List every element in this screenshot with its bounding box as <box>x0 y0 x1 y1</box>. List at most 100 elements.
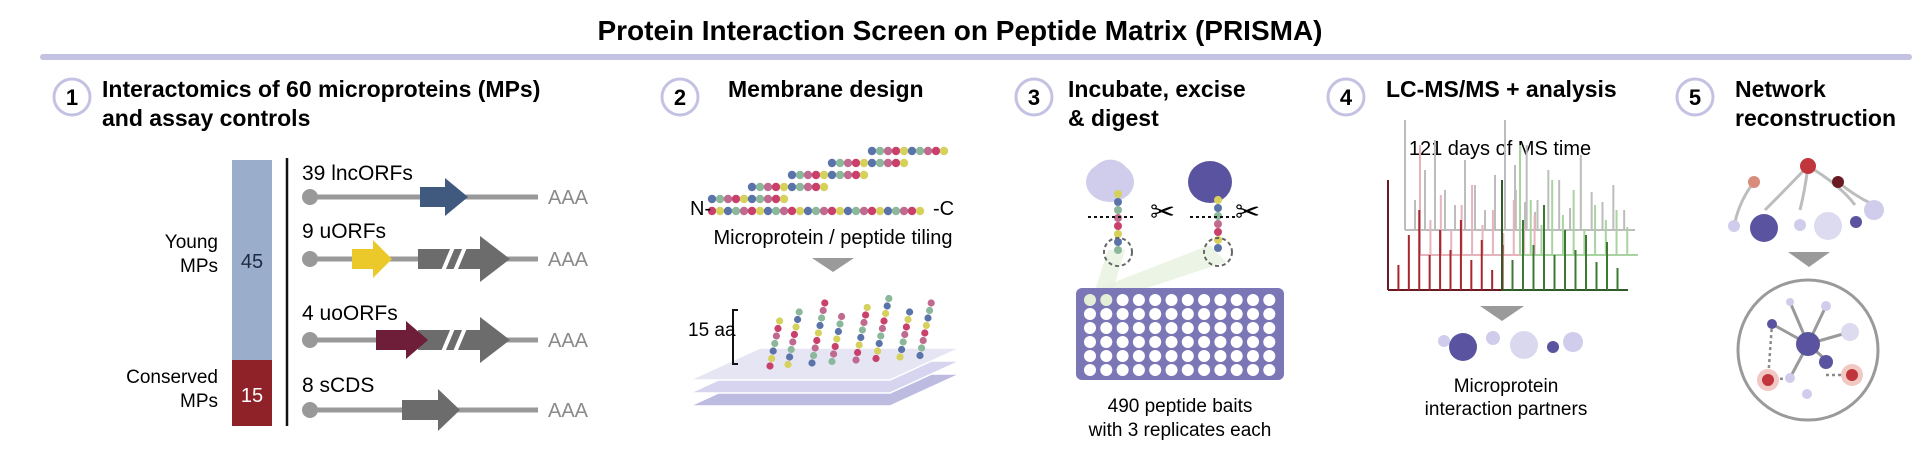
plate-well <box>1132 336 1145 348</box>
network-edge <box>1807 164 1857 206</box>
plate-well <box>1214 322 1227 334</box>
orf-row-1-lncorf-arrow <box>420 178 468 216</box>
plate-well <box>1181 350 1194 362</box>
tiling-label: Microprotein / peptide tiling <box>713 227 952 249</box>
peptide-bead <box>811 170 821 180</box>
plate-well <box>1084 322 1096 334</box>
orf-row-1-cap <box>302 189 318 205</box>
panel-1-orf-classes: 45 15 Young MPs Conserved MPs 39 lncORFs… <box>126 158 589 431</box>
chain-bead <box>1114 246 1122 254</box>
peptide-bead <box>923 146 933 156</box>
network-edge <box>1733 181 1756 223</box>
bait-node <box>1762 374 1774 386</box>
peptide-bead <box>819 182 829 192</box>
plate-well <box>1263 294 1276 306</box>
membrane-bead <box>776 317 784 325</box>
chain-bead <box>1214 228 1222 236</box>
well-plate-wells <box>1084 294 1276 376</box>
chain-bead <box>1114 190 1122 198</box>
plate-well <box>1084 336 1096 348</box>
step-3-heading-line-2: & digest <box>1068 105 1159 131</box>
peptide-bead <box>739 194 749 204</box>
plate-well <box>1247 336 1259 348</box>
plate-well <box>1247 294 1259 306</box>
peptide-chain-left <box>1114 190 1122 254</box>
plate-well <box>1084 294 1096 306</box>
peptide-bead <box>795 206 805 216</box>
plate-well <box>1230 322 1243 334</box>
peptide-bead <box>843 158 853 168</box>
peptide-bead <box>811 206 821 216</box>
orf-row-4-label: 8 sCDS <box>302 374 374 397</box>
scissors-icon-right: ✂ <box>1235 196 1260 229</box>
plate-well <box>1214 336 1227 348</box>
network-node <box>1821 301 1831 311</box>
membrane-bead <box>862 311 870 319</box>
prey-node <box>1794 219 1806 231</box>
chain-bead <box>1214 204 1222 212</box>
membrane-bead <box>784 360 792 369</box>
partner-dot <box>1510 331 1538 359</box>
membrane-bead <box>774 324 782 333</box>
peptide-bead <box>891 146 901 156</box>
membrane-bead <box>918 344 926 352</box>
bait-node <box>1748 176 1760 188</box>
membrane-bead <box>771 339 779 348</box>
plate-well <box>1198 308 1211 320</box>
plate-well <box>1230 294 1243 306</box>
chain-bead <box>1114 198 1122 206</box>
young-mps-count: 45 <box>241 251 263 273</box>
peptide-tiling-beads <box>707 146 949 216</box>
young-mps-label-line-1: Young <box>165 232 218 253</box>
plate-well <box>1198 336 1211 348</box>
peptide-bead <box>875 158 885 168</box>
membrane-bead <box>836 320 844 328</box>
membrane-bead <box>926 306 934 315</box>
peptide-bead <box>715 206 725 216</box>
peptide-bead <box>771 206 781 216</box>
excised-spot-left <box>1103 237 1133 267</box>
membrane-bead <box>883 302 891 310</box>
partner-dot <box>1547 341 1559 353</box>
peptide-bead <box>835 206 845 216</box>
prey-node <box>1850 216 1862 228</box>
peptide-bead <box>883 206 893 216</box>
membrane-bead <box>833 335 841 343</box>
peptide-bead <box>859 206 869 216</box>
peptide-bead <box>755 206 765 216</box>
bait-node <box>1846 369 1858 381</box>
peptide-bead <box>715 194 725 204</box>
peptide-bead <box>747 182 757 192</box>
membrane-bead <box>766 362 774 370</box>
membrane-bead <box>921 329 929 337</box>
step-5-header: 5 Network reconstruction <box>1675 76 1896 131</box>
conserved-mps-count: 15 <box>241 385 263 407</box>
membrane-bead <box>811 344 819 352</box>
partner-dot <box>1449 333 1477 361</box>
plate-well <box>1214 308 1227 320</box>
plate-well <box>1247 322 1259 334</box>
network-node <box>1786 298 1794 306</box>
peptide-bead <box>779 194 789 204</box>
plate-well <box>1214 350 1227 362</box>
peptide-bead <box>763 206 773 216</box>
peptide-bead <box>875 206 885 216</box>
orf-row-2-polya: AAA <box>548 249 589 271</box>
membrane-bead <box>813 336 821 345</box>
peptide-bead <box>707 206 717 216</box>
membrane-bead <box>885 294 893 303</box>
peptide-bead <box>891 206 901 216</box>
peptide-bead <box>843 170 853 180</box>
plate-well <box>1116 294 1129 306</box>
peptide-bead <box>723 206 733 216</box>
membrane-bead <box>795 308 803 316</box>
peptide-bead <box>827 170 837 180</box>
peptide-bead <box>867 206 877 216</box>
membrane-bead <box>882 309 890 318</box>
membrane-bead <box>838 312 846 321</box>
plate-well <box>1263 308 1276 320</box>
membrane-bead <box>896 353 904 361</box>
membrane-bead <box>810 351 818 360</box>
step-5-number: 5 <box>1689 85 1701 110</box>
peptide-bead <box>899 206 909 216</box>
